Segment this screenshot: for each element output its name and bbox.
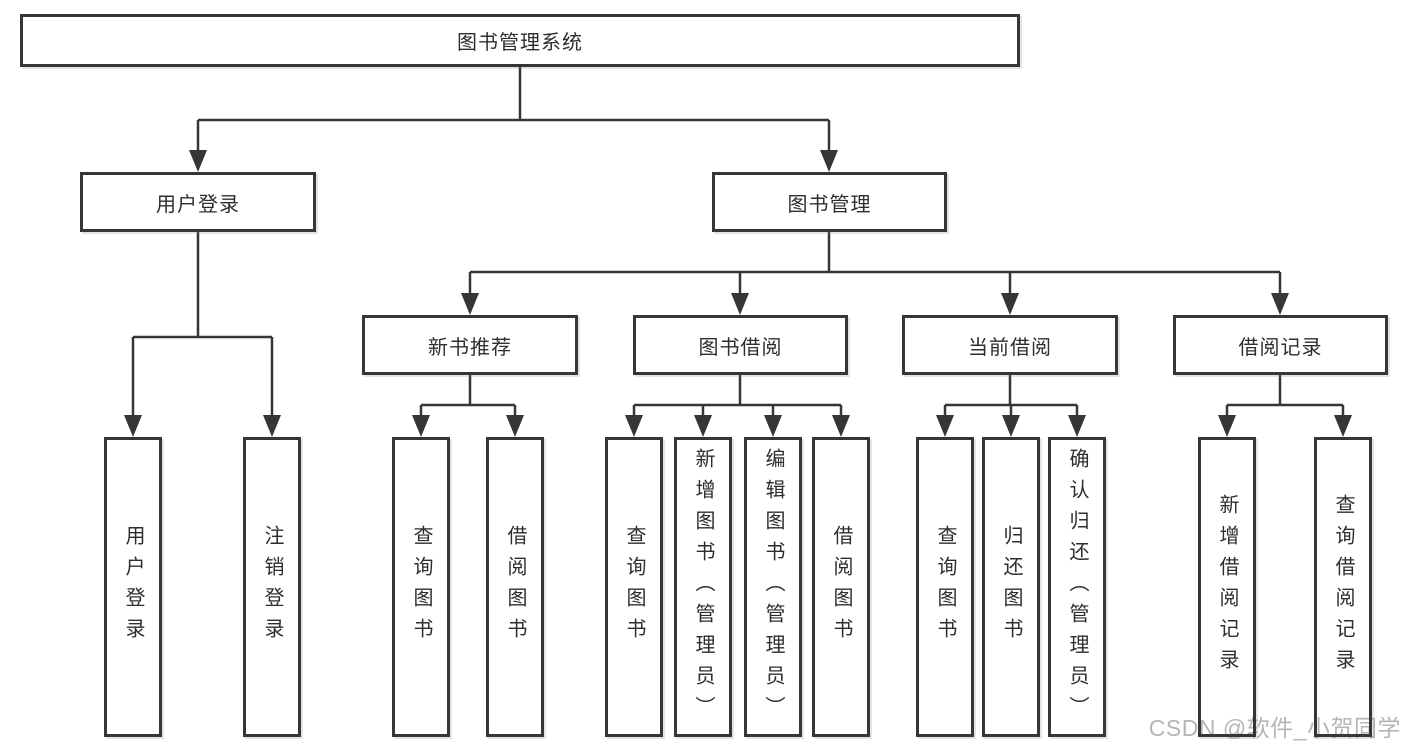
node-borrowing-records: 借阅记录 [1173, 315, 1388, 375]
node-new-book-recommendation: 新书推荐 [362, 315, 578, 375]
leaf-add-borrow-record: 新增借阅记录 [1198, 437, 1256, 737]
leaf-borrow-books-2: 借阅图书 [812, 437, 870, 737]
node-label: 图书管理 [787, 193, 872, 216]
leaf-borrow-books-1: 借阅图书 [486, 437, 544, 737]
leaf-query-books-3: 查询图书 [916, 437, 974, 737]
leaf-edit-book-admin: 编辑图书（管理员） [744, 437, 802, 737]
node-label: 图书管理系统 [457, 32, 583, 54]
connector-book-mgmt-to-level3 [461, 232, 1289, 315]
node-label: 查询图书 [410, 525, 432, 649]
leaf-logout: 注销登录 [243, 437, 301, 737]
node-label: 新书推荐 [428, 336, 512, 359]
leaf-query-books-1: 查询图书 [392, 437, 450, 737]
leaf-query-books-2: 查询图书 [605, 437, 663, 737]
connector-book-borrow-to-leaves [625, 375, 850, 437]
leaf-user-login: 用户登录 [104, 437, 162, 737]
node-book-borrowing: 图书借阅 [633, 315, 848, 375]
node-label: 确认归还（管理员） [1066, 447, 1088, 727]
leaf-confirm-return-admin: 确认归还（管理员） [1048, 437, 1106, 737]
node-book-management: 图书管理 [712, 172, 947, 232]
node-user-login: 用户登录 [80, 172, 316, 232]
node-label: 借阅图书 [504, 525, 526, 649]
node-label: 新增借阅记录 [1216, 494, 1238, 680]
node-current-borrowing: 当前借阅 [902, 315, 1118, 375]
node-label: 用户登录 [156, 193, 240, 216]
connector-records-to-leaves [1218, 375, 1352, 437]
leaf-return-book: 归还图书 [982, 437, 1040, 737]
node-label: 查询借阅记录 [1332, 494, 1354, 680]
node-label: 查询图书 [934, 525, 956, 649]
connector-new-book-to-leaves [412, 375, 524, 437]
node-label: 注销登录 [261, 525, 283, 649]
node-label: 借阅图书 [830, 525, 852, 649]
node-label: 借阅记录 [1238, 336, 1323, 359]
node-label: 用户登录 [122, 525, 144, 649]
node-label: 新增图书（管理员） [692, 447, 714, 727]
node-root-system: 图书管理系统 [20, 14, 1020, 67]
leaf-add-book-admin: 新增图书（管理员） [674, 437, 732, 737]
leaf-query-borrow-record: 查询借阅记录 [1314, 437, 1372, 737]
node-label: 图书借阅 [698, 336, 783, 359]
connector-root-to-level2 [189, 67, 838, 172]
connector-user-login-to-leaves [124, 232, 281, 437]
connector-current-borrow-to-leaves [936, 375, 1086, 437]
node-label: 编辑图书（管理员） [762, 447, 784, 727]
node-label: 当前借阅 [968, 336, 1052, 359]
node-label: 查询图书 [623, 525, 645, 649]
node-label: 归还图书 [1000, 525, 1022, 649]
